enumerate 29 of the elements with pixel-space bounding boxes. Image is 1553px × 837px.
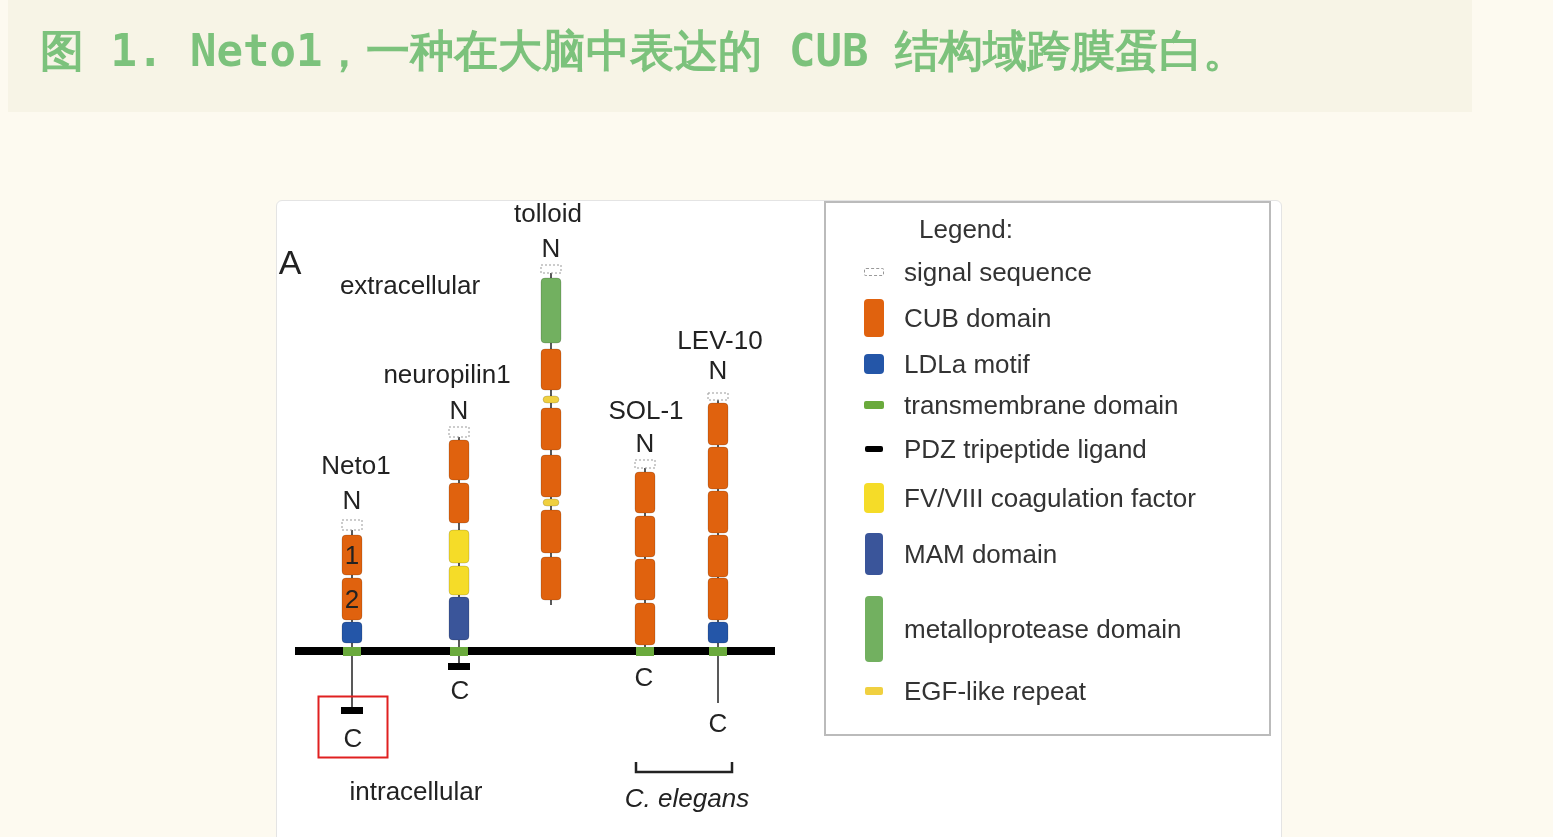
protein-name: SOL-1: [608, 397, 684, 423]
protein-name: Neto1: [321, 452, 391, 478]
region-label: intracellular: [349, 778, 483, 804]
protein-name: neuropilin1: [383, 361, 511, 387]
species-label: C. elegans: [624, 785, 750, 811]
terminus-label: C: [634, 664, 654, 690]
terminus-label: C: [450, 677, 470, 703]
legend-label: LDLa motif: [904, 351, 1030, 377]
terminus-label: N: [449, 397, 469, 423]
protein-name: tolloid: [514, 200, 582, 226]
legend-label: signal sequence: [904, 259, 1092, 285]
legend-label: CUB domain: [904, 305, 1052, 331]
terminus-label: N: [708, 357, 728, 383]
legend-label: EGF-like repeat: [904, 678, 1087, 704]
legend-label: metalloprotease domain: [904, 616, 1182, 642]
terminus-label: N: [342, 487, 362, 513]
terminus-label: N: [635, 430, 655, 456]
region-label: extracellular: [339, 272, 481, 298]
terminus-label: C: [708, 710, 728, 736]
legend-title: Legend:: [919, 216, 1013, 242]
legend-label: PDZ tripeptide ligand: [904, 436, 1147, 462]
terminus-label: N: [541, 235, 561, 261]
figure-title: 图 1. Neto1，一种在大脑中表达的 CUB 结构域跨膜蛋白。: [40, 24, 1247, 78]
legend-label: transmembrane domain: [904, 392, 1179, 418]
protein-name: LEV-10: [677, 327, 763, 353]
panel-letter: A: [278, 245, 302, 279]
legend-label: FV/VIII coagulation factor: [904, 485, 1196, 511]
legend-label: MAM domain: [904, 541, 1058, 567]
boxed-label: C: [317, 695, 389, 759]
